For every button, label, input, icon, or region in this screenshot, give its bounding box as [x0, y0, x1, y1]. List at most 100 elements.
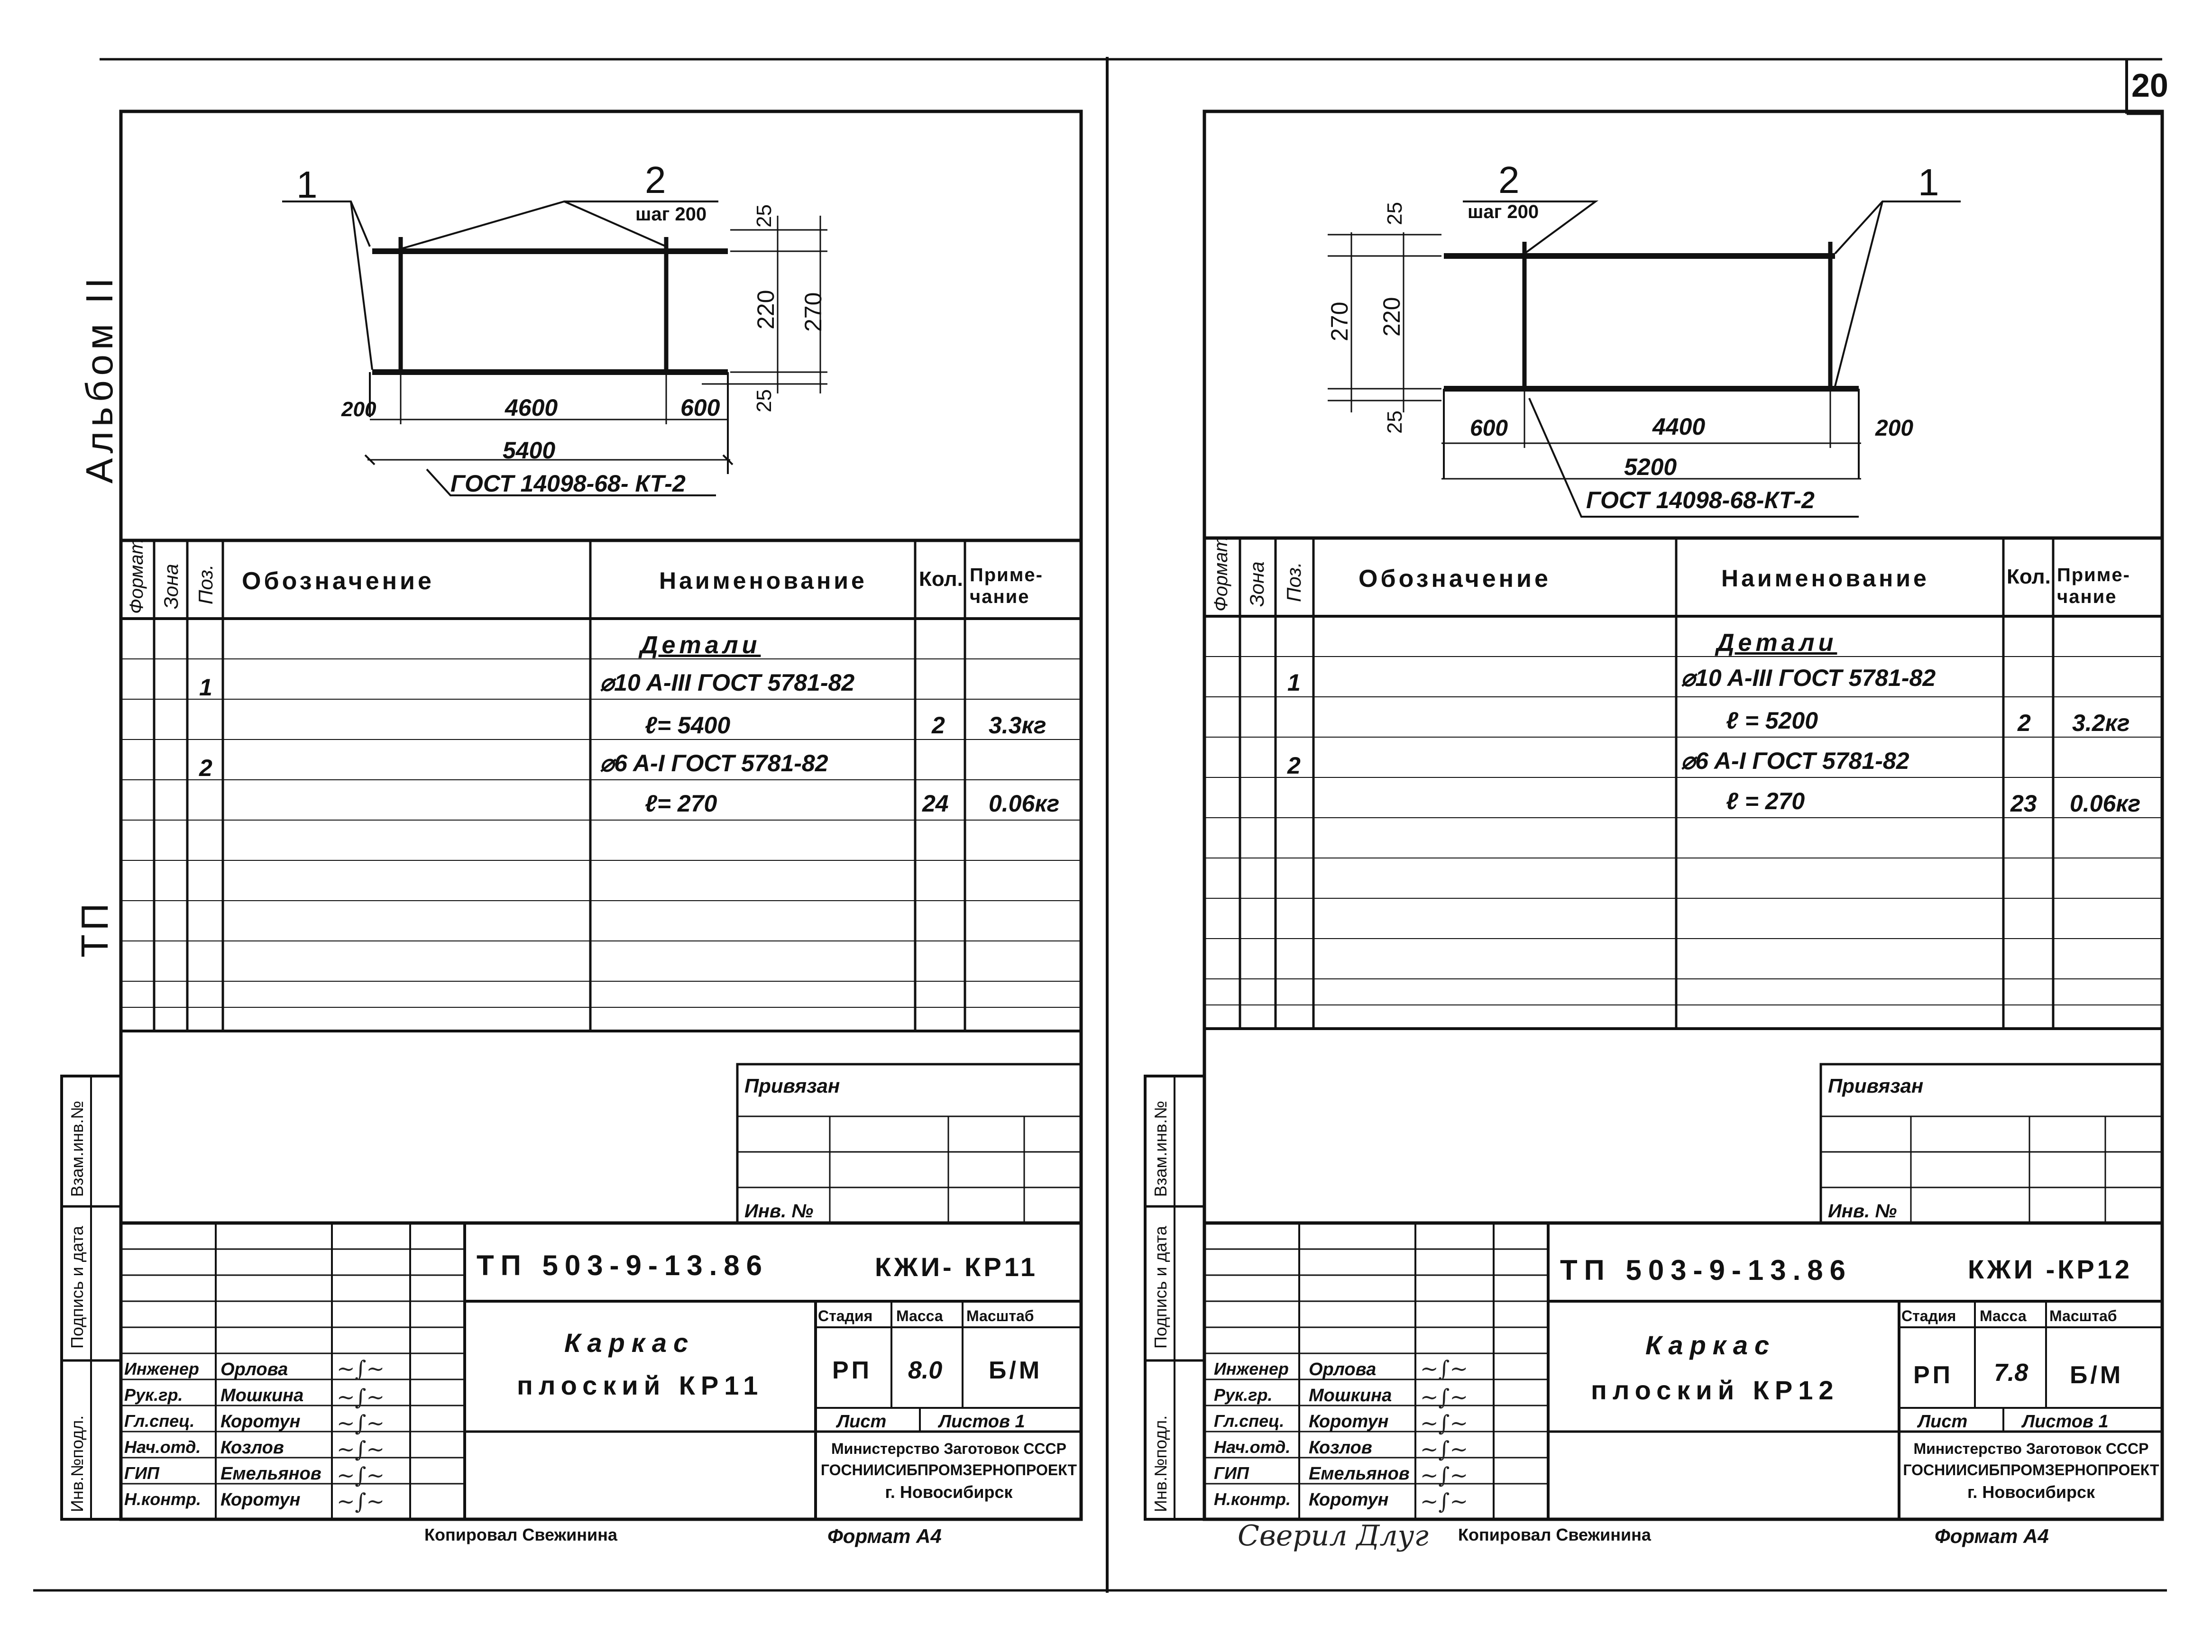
signature-6: ~∫~ — [1420, 1488, 1469, 1514]
row-name-1: ⌀10 A-III ГОСТ 5781-82 — [1681, 665, 1936, 691]
pos-1-callout: 1 — [1918, 161, 1939, 203]
name-4: Козлов — [1309, 1438, 1372, 1458]
dim-5200: 5200 — [1624, 454, 1677, 480]
role-6: Н.контр. — [124, 1489, 201, 1509]
dim-220: 220 — [753, 290, 779, 329]
header-zone: Зона — [160, 564, 182, 609]
signature-6: ~∫~ — [337, 1488, 385, 1514]
role-1: Инженер — [124, 1359, 199, 1378]
mass-value: 7.8 — [1994, 1359, 2028, 1387]
sheet-label: Лист — [837, 1412, 887, 1432]
signature-2: ~∫~ — [1420, 1384, 1469, 1410]
role-5: ГИП — [1214, 1463, 1249, 1483]
dim-25-bottom: 25 — [1383, 411, 1406, 434]
sheets-label: Листов 1 — [2022, 1412, 2109, 1432]
role-2: Рук.гр. — [1214, 1385, 1273, 1405]
row-name-4: ℓ = 270 — [1726, 788, 1805, 814]
role-1: Инженер — [1214, 1359, 1289, 1378]
org-line-1: Министерство Заготовок СССР — [831, 1440, 1066, 1457]
dim-600: 600 — [1470, 416, 1508, 441]
copied-by: Копировал Свежинина — [1458, 1525, 1651, 1544]
header-designation: Обозначение — [1358, 565, 1551, 593]
row-name-1: ⌀10 A-III ГОСТ 5781-82 — [600, 669, 855, 696]
step-label: шаг 200 — [1468, 201, 1539, 222]
row-name-4: ℓ= 270 — [645, 790, 717, 817]
row-name-2: ℓ= 5400 — [645, 712, 731, 739]
header-name: Наименование — [659, 567, 867, 594]
sheet-label: Лист — [1918, 1412, 1968, 1432]
name-2: Мошкина — [1309, 1386, 1392, 1406]
name-2: Мошкина — [220, 1386, 304, 1406]
name-1: Орлова — [1309, 1360, 1377, 1379]
section-details: Детали — [1716, 629, 1837, 657]
section-details: Детали — [640, 631, 761, 659]
row-note-4: 0.06кг — [2070, 790, 2141, 817]
signature-1: ~∫~ — [337, 1356, 385, 1381]
title-line-1: Каркас — [564, 1328, 695, 1358]
header-name: Наименование — [1721, 565, 1929, 592]
row-qty-2: 2 — [2018, 710, 2031, 736]
title-line-2: плоский КР11 — [517, 1370, 764, 1400]
header-qty: Кол. — [919, 567, 963, 591]
side-label-signature: Подпись и дата — [1151, 1226, 1170, 1349]
header-format: Формат — [126, 538, 147, 614]
dim-4600: 4600 — [505, 394, 558, 421]
stage-header: Стадия — [818, 1307, 873, 1324]
inv-no-label: Инв. № — [744, 1201, 814, 1222]
dim-270: 270 — [1326, 301, 1353, 341]
dim-200: 200 — [341, 398, 376, 421]
gost-label: ГОСТ 14098-68-КТ-2 — [1586, 487, 1815, 513]
role-4: Нач.отд. — [1214, 1437, 1291, 1457]
dim-4400: 4400 — [1652, 413, 1706, 440]
dim-600: 600 — [680, 394, 720, 421]
name-1: Орлова — [220, 1360, 288, 1379]
org-line-2: ГОСНИИСИБПРОМЗЕРНОПРОЕКТ — [1903, 1461, 2159, 1479]
doc-mark: КЖИ -КР12 — [1968, 1254, 2133, 1284]
signature-5: ~∫~ — [337, 1462, 385, 1488]
role-3: Гл.спец. — [1214, 1411, 1285, 1431]
side-label-vzam: Взам.инв.№ — [67, 1100, 87, 1197]
mass-header: Масса — [896, 1307, 943, 1324]
mass-value: 8.0 — [908, 1357, 943, 1384]
signature-3: ~∫~ — [1420, 1410, 1469, 1436]
right-frame-drawing — [1328, 201, 1961, 518]
album-label: Альбом II — [78, 273, 120, 484]
checked-by: Сверил Длуг — [1238, 1519, 1429, 1552]
side-label-inv: Инв.№подл. — [67, 1415, 87, 1512]
header-zone: Зона — [1246, 561, 1268, 607]
scale-header: Масштаб — [2049, 1307, 2117, 1324]
header-designation: Обозначение — [242, 567, 434, 595]
row-pos-3: 2 — [1287, 752, 1301, 779]
header-note: Приме-чание — [2057, 565, 2130, 607]
row-name-2: ℓ = 5200 — [1726, 707, 1818, 734]
sheets-label: Листов 1 — [939, 1412, 1025, 1432]
signature-1: ~∫~ — [1420, 1356, 1469, 1381]
dim-270: 270 — [800, 292, 826, 332]
name-5: Емельянов — [220, 1464, 321, 1484]
role-2: Рук.гр. — [124, 1385, 183, 1405]
name-6: Коротун — [220, 1490, 301, 1510]
dim-5400: 5400 — [503, 437, 556, 464]
signature-2: ~∫~ — [337, 1384, 385, 1410]
dim-200: 200 — [1875, 416, 1914, 441]
row-name-3: ⌀6 A-I ГОСТ 5781-82 — [600, 750, 828, 776]
right-frame — [1144, 110, 2164, 1521]
left-frame-drawing — [282, 201, 827, 496]
name-5: Емельянов — [1309, 1464, 1410, 1484]
privyazan-label: Привязан — [744, 1075, 840, 1097]
dim-25-top: 25 — [753, 204, 776, 228]
row-qty-2: 2 — [932, 712, 945, 739]
stage-value: РП — [832, 1357, 872, 1384]
stage-value: РП — [1913, 1361, 1954, 1389]
name-4: Козлов — [220, 1438, 284, 1458]
doc-code: ТП 503-9-13.86 — [1560, 1254, 1853, 1286]
title-line-2: плоский КР12 — [1591, 1375, 1839, 1405]
scale-value: Б/М — [2070, 1361, 2124, 1389]
step-label: шаг 200 — [635, 204, 707, 225]
side-label-vzam: Взам.инв.№ — [1151, 1100, 1170, 1197]
row-pos-1: 1 — [1287, 669, 1301, 696]
name-6: Коротун — [1309, 1490, 1389, 1510]
row-note-2: 3.2кг — [2072, 710, 2130, 736]
role-5: ГИП — [124, 1463, 159, 1483]
